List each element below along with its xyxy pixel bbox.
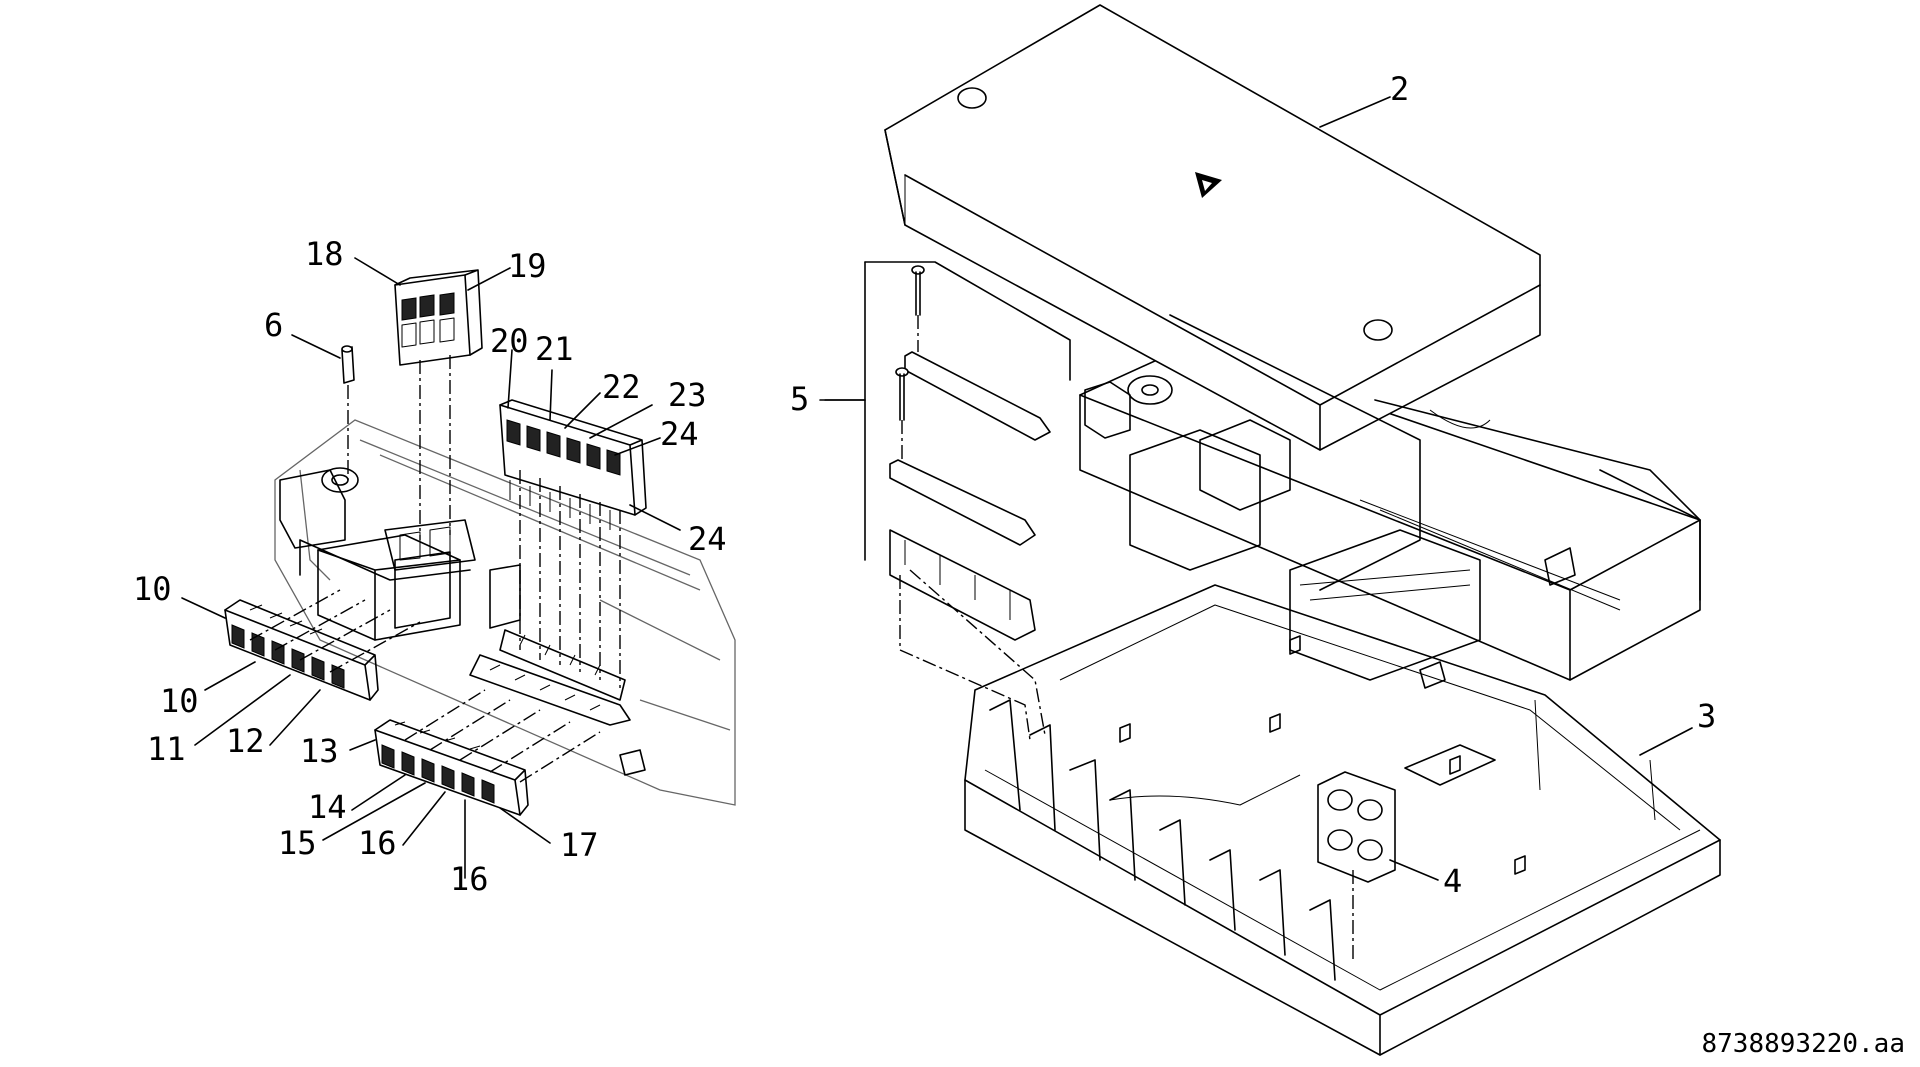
assembly-guide-lines-right bbox=[899, 315, 1354, 960]
callout-17: 17 bbox=[560, 826, 599, 864]
connector-18-19 bbox=[394, 269, 483, 366]
callout-15: 15 bbox=[278, 824, 317, 862]
callout-2: 2 bbox=[1390, 70, 1409, 108]
callout-20: 20 bbox=[490, 322, 529, 360]
callout-4: 4 bbox=[1443, 862, 1462, 900]
document-id: 8738893220.aa bbox=[1702, 1029, 1906, 1059]
cable-grommet bbox=[1317, 771, 1396, 883]
callout-labels: 2 3 4 5 6 10 10 11 12 13 14 15 16 16 17 … bbox=[133, 70, 1716, 900]
fuse bbox=[341, 345, 355, 384]
callout-12: 12 bbox=[226, 722, 265, 760]
callout-5: 5 bbox=[790, 380, 809, 418]
callout-18: 18 bbox=[305, 235, 344, 273]
connector-10-12 bbox=[224, 599, 379, 701]
connector-20-24 bbox=[499, 399, 647, 530]
circuit-board-detail bbox=[274, 419, 736, 806]
callout-3: 3 bbox=[1697, 697, 1716, 735]
callout-13: 13 bbox=[300, 732, 339, 770]
strain-relief-kit bbox=[819, 261, 1071, 641]
assembly-guide-lines-left bbox=[249, 355, 621, 783]
callout-21: 21 bbox=[535, 330, 574, 368]
callout-11: 11 bbox=[147, 730, 186, 768]
callout-19: 19 bbox=[508, 247, 547, 285]
callout-16-left: 16 bbox=[358, 824, 397, 862]
callout-14: 14 bbox=[308, 788, 347, 826]
callout-leader-lines bbox=[181, 96, 1693, 881]
callout-10-bottom: 10 bbox=[160, 682, 199, 720]
callout-22: 22 bbox=[602, 368, 641, 406]
connector-13-17 bbox=[374, 719, 529, 816]
callout-16-bottom: 16 bbox=[450, 860, 489, 898]
callout-10-top: 10 bbox=[133, 570, 172, 608]
callout-24-top: 24 bbox=[660, 415, 699, 453]
callout-6: 6 bbox=[264, 306, 283, 344]
callout-24-bottom: 24 bbox=[688, 520, 727, 558]
warning-triangle-icon bbox=[1195, 172, 1222, 198]
housing-cover bbox=[884, 4, 1701, 601]
callout-23: 23 bbox=[668, 376, 707, 414]
